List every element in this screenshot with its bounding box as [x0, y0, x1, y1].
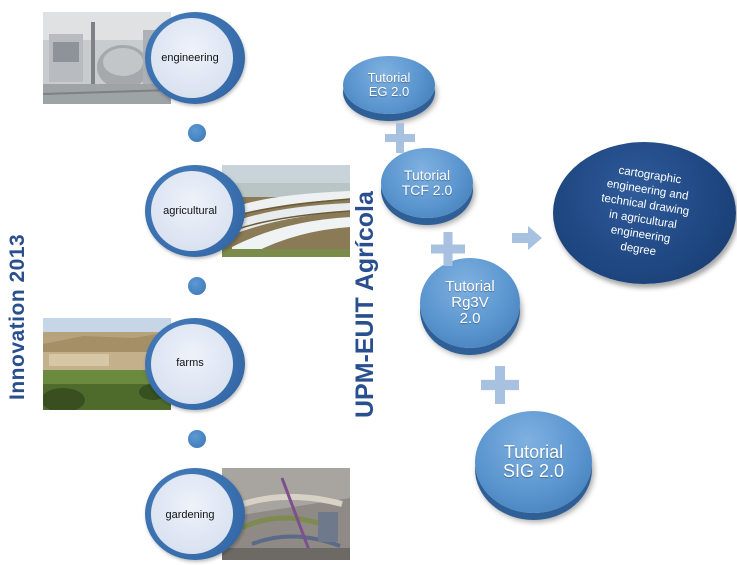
gardening-label: gardening	[165, 509, 215, 521]
tutorial-tcf-label: Tutorial TCF 2.0	[401, 167, 453, 198]
plus-icon	[481, 366, 519, 404]
plus-icon	[385, 123, 415, 153]
result-oval	[553, 142, 736, 284]
gardening-circle-inner	[151, 474, 233, 554]
tutorial-sig-disk: Tutorial SIG 2.0	[475, 411, 592, 513]
gardening-circle	[145, 468, 245, 560]
farms-label: farms	[176, 357, 204, 369]
upm-euit-title: UPM-EUIT Agrícola	[351, 191, 379, 418]
engineering-circle	[145, 12, 245, 104]
farms-circle	[145, 318, 245, 410]
farms-circle-inner	[151, 324, 233, 404]
engineering-circle-inner	[151, 18, 233, 98]
tutorial-tcf-disk: Tutorial TCF 2.0	[381, 148, 473, 218]
tutorial-rg3v-disk: Tutorial Rg3V 2.0	[420, 258, 520, 348]
tutorial-eg-disk: Tutorial EG 2.0	[343, 56, 435, 114]
tutorial-sig-label: Tutorial SIG 2.0	[502, 442, 565, 481]
plus-icon	[431, 232, 465, 266]
connector-dot	[188, 430, 206, 448]
connector-dot	[188, 277, 206, 295]
tutorial-eg-label: Tutorial EG 2.0	[367, 70, 411, 99]
agricultural-circle	[145, 165, 245, 257]
arrow-right-icon	[512, 226, 542, 250]
factory-photo	[43, 12, 171, 104]
agricultural-label: agricultural	[163, 205, 217, 217]
engineering-label: engineering	[161, 52, 219, 64]
tutorial-rg3v-label: Tutorial Rg3V 2.0	[445, 278, 495, 327]
innovation-title: Innovation 2013	[6, 233, 29, 400]
agricultural-circle-inner	[151, 171, 233, 251]
farmland-photo	[43, 318, 171, 410]
connector-dot	[188, 124, 206, 142]
